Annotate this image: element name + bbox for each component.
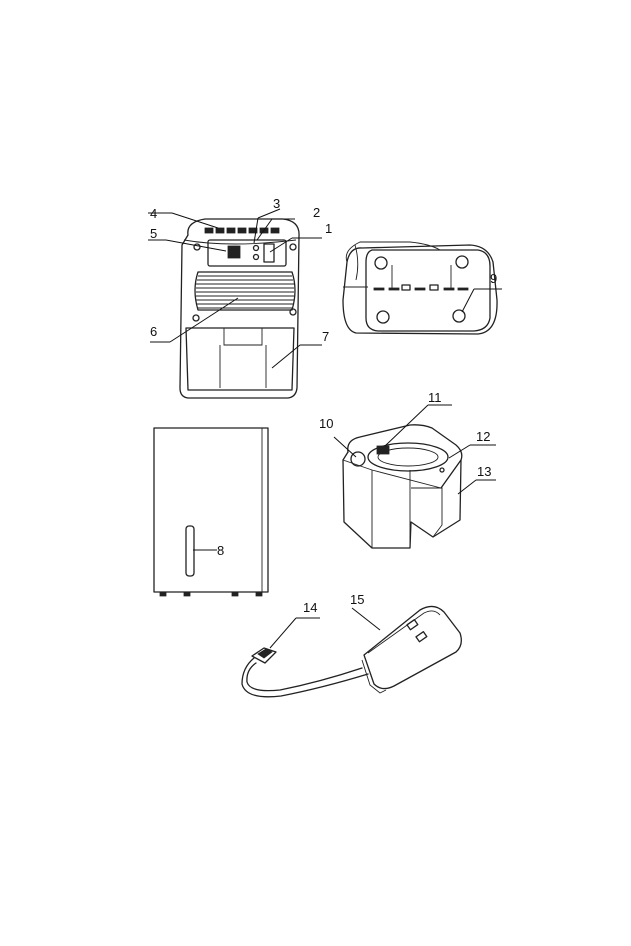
water-level-window (186, 526, 194, 576)
power-adapter (242, 606, 461, 696)
callout-10: 10 (319, 416, 333, 431)
callout-2: 2 (313, 205, 320, 220)
water-tank (343, 425, 462, 548)
water-tank-front (186, 328, 294, 390)
callout-11: 11 (428, 390, 442, 405)
callout-6: 6 (150, 324, 157, 339)
callout-9: 9 (490, 271, 497, 286)
unit-side-view (154, 428, 268, 596)
callout-7: 7 (322, 329, 329, 344)
callout-5: 5 (150, 226, 157, 241)
callout-14: 14 (303, 600, 317, 615)
callout-4: 4 (150, 206, 157, 221)
callout-1: 1 (325, 221, 332, 236)
callout-13: 13 (477, 464, 491, 479)
unit-rear-view (343, 242, 497, 334)
callout-3: 3 (273, 196, 280, 211)
indicator-light (254, 246, 259, 251)
power-switch (264, 244, 274, 262)
tank-handle (377, 446, 389, 454)
callout-8: 8 (217, 543, 224, 558)
callout-12: 12 (476, 429, 490, 444)
power-button (228, 246, 240, 258)
callout-15: 15 (350, 592, 364, 607)
air-grille (195, 272, 295, 310)
top-vents (205, 228, 279, 233)
